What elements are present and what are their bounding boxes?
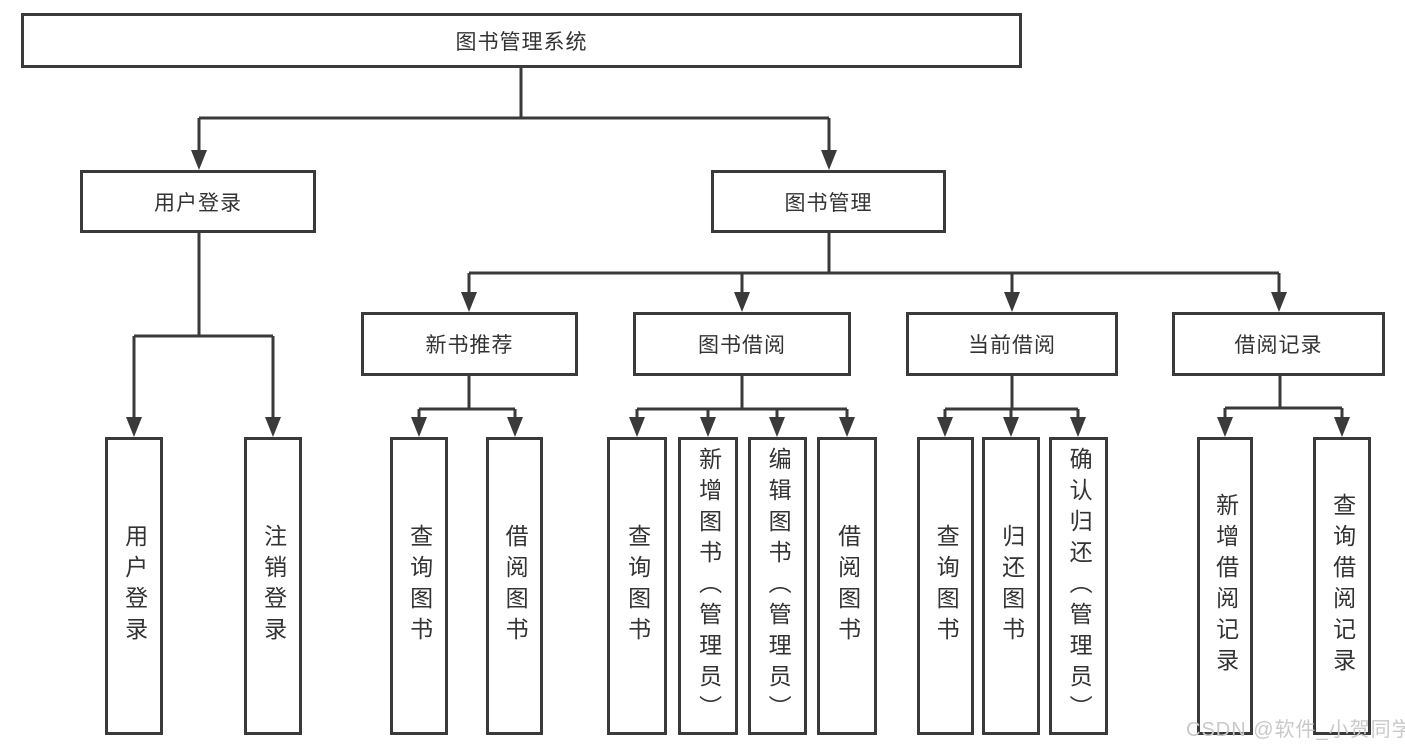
leaf-borrow-books: 借阅图书 bbox=[817, 437, 877, 735]
leaf-add-borrow-record: 新增借阅记录 bbox=[1197, 437, 1253, 735]
node-library-management-system: 图书管理系统 bbox=[21, 13, 1022, 68]
node-label: 新增借阅记录 bbox=[1212, 493, 1239, 679]
arrowhead bbox=[700, 417, 716, 437]
edge-book-borrow-children bbox=[635, 376, 849, 419]
node-user-login-branch: 用户登录 bbox=[80, 170, 316, 233]
arrowhead bbox=[1004, 292, 1020, 312]
arrowhead bbox=[734, 292, 750, 312]
node-new-book-recommendation: 新书推荐 bbox=[361, 312, 578, 376]
leaf-add-books-admin: 新增图书（管理员） bbox=[678, 437, 738, 735]
edge-root-to-level2 bbox=[197, 68, 831, 152]
arrowhead bbox=[1271, 292, 1287, 312]
arrowhead bbox=[1334, 417, 1350, 437]
arrowhead bbox=[1003, 417, 1019, 437]
node-label: 借阅图书 bbox=[502, 524, 529, 648]
leaf-logout: 注销登录 bbox=[244, 437, 302, 735]
leaf-query-borrow-record: 查询借阅记录 bbox=[1313, 437, 1371, 735]
arrowhead bbox=[191, 150, 207, 170]
node-label: 借阅图书 bbox=[834, 524, 861, 648]
node-label: 用户登录 bbox=[154, 191, 242, 215]
arrowhead bbox=[839, 417, 855, 437]
node-label: 查询借阅记录 bbox=[1329, 493, 1356, 679]
edge-new-book-children bbox=[417, 376, 517, 419]
leaf-query-books-borrowing: 查询图书 bbox=[607, 437, 667, 735]
arrowhead bbox=[1217, 417, 1233, 437]
node-label: 新书推荐 bbox=[425, 334, 514, 357]
node-label: 图书管理 bbox=[784, 191, 873, 215]
leaf-query-books-current: 查询图书 bbox=[917, 437, 974, 735]
leaf-confirm-return-admin: 确认归还（管理员） bbox=[1049, 437, 1108, 735]
node-borrowing-records: 借阅记录 bbox=[1172, 312, 1385, 376]
leaf-user-login: 用户登录 bbox=[105, 437, 163, 735]
node-label: 查询图书 bbox=[933, 524, 960, 648]
leaf-query-books-recommend: 查询图书 bbox=[390, 437, 448, 735]
node-label: 确认归还（管理员） bbox=[1066, 446, 1093, 726]
arrowhead bbox=[411, 417, 427, 437]
edge-borrow-record-children bbox=[1223, 376, 1344, 419]
arrowhead bbox=[629, 417, 645, 437]
node-book-borrowing: 图书借阅 bbox=[633, 312, 851, 376]
arrowhead bbox=[937, 417, 953, 437]
node-label: 注销登录 bbox=[260, 524, 287, 648]
leaf-edit-books-admin: 编辑图书（管理员） bbox=[748, 437, 807, 735]
edge-book-mgmt-children bbox=[467, 233, 1281, 294]
arrowhead bbox=[507, 417, 523, 437]
node-current-borrowing: 当前借阅 bbox=[906, 312, 1118, 376]
leaf-return-books: 归还图书 bbox=[982, 437, 1040, 735]
csdn-watermark: CSDN @软件_小贺同学 bbox=[1186, 719, 1405, 741]
edge-user-login-children bbox=[132, 233, 275, 419]
node-label: 当前借阅 bbox=[968, 334, 1056, 357]
arrowhead bbox=[265, 417, 281, 437]
arrowhead bbox=[126, 417, 142, 437]
node-label: 用户登录 bbox=[121, 524, 148, 648]
node-label: 编辑图书（管理员） bbox=[765, 446, 792, 726]
node-label: 图书借阅 bbox=[698, 334, 786, 357]
arrowhead bbox=[461, 292, 477, 312]
arrowhead bbox=[769, 417, 785, 437]
node-label: 图书管理系统 bbox=[455, 30, 588, 54]
arrowhead bbox=[821, 150, 837, 170]
leaf-borrow-books-recommend: 借阅图书 bbox=[486, 437, 543, 735]
node-label: 查询图书 bbox=[624, 524, 651, 648]
node-label: 新增图书（管理员） bbox=[695, 446, 722, 726]
arrowhead bbox=[1070, 417, 1086, 437]
node-label: 归还图书 bbox=[998, 524, 1025, 648]
edge-current-borrow-children bbox=[943, 376, 1080, 419]
node-label: 借阅记录 bbox=[1234, 334, 1323, 357]
node-book-management: 图书管理 bbox=[711, 170, 946, 233]
node-label: 查询图书 bbox=[406, 524, 433, 648]
